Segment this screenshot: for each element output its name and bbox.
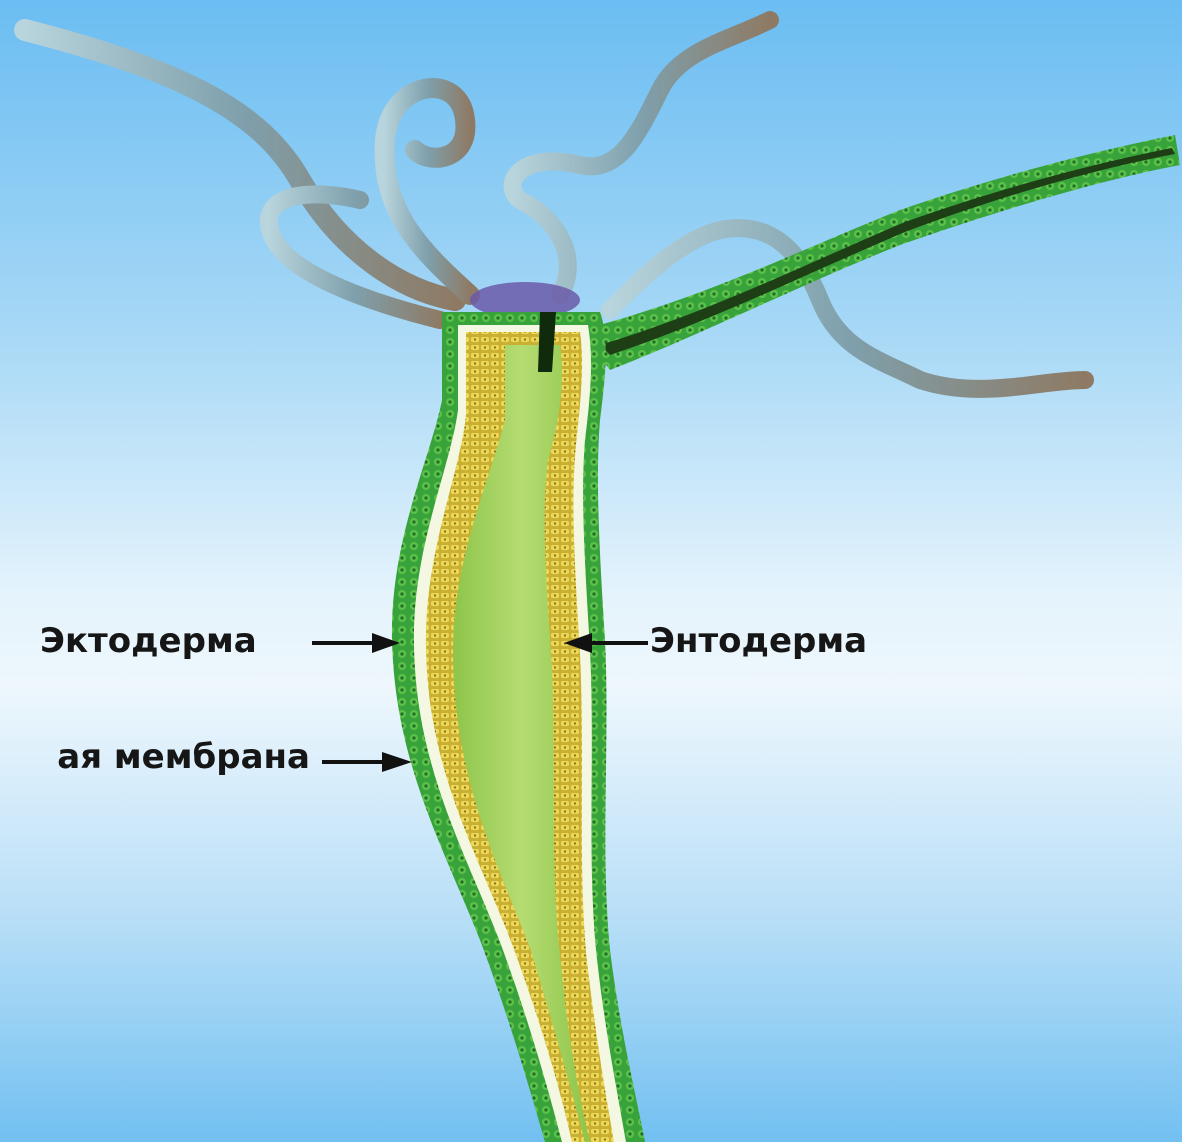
ectoderm-label: Эктодерма bbox=[40, 624, 257, 658]
membrane-label: ая мембрана bbox=[57, 740, 310, 774]
arrow-icon bbox=[312, 633, 400, 653]
entoderm-label: Энтодерма bbox=[650, 624, 867, 658]
tentacle-2 bbox=[385, 88, 470, 295]
arrow-icon bbox=[322, 752, 412, 772]
tentacle-4 bbox=[513, 20, 771, 295]
